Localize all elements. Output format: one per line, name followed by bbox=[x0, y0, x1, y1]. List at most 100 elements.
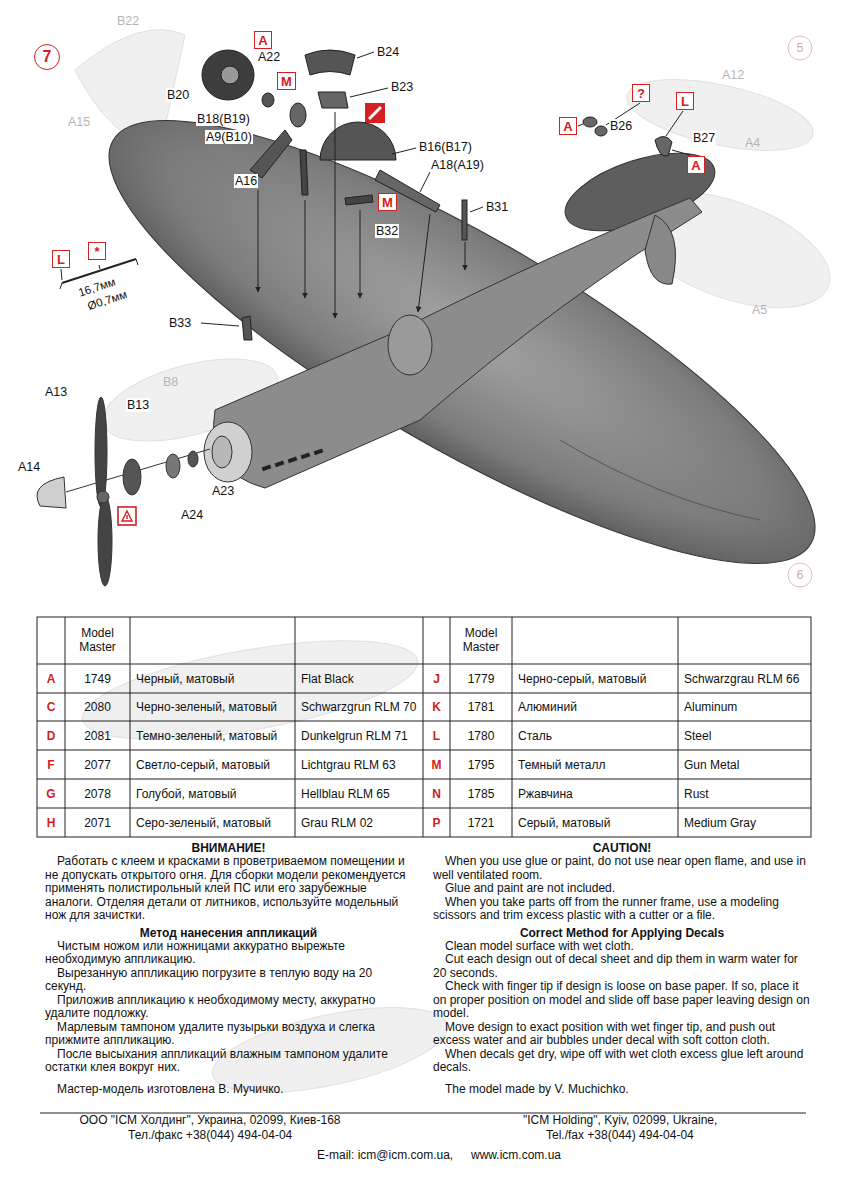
paint-callout: L bbox=[676, 92, 694, 110]
part-label: A22 bbox=[257, 50, 281, 64]
color-letter: K bbox=[425, 700, 448, 714]
table-rule bbox=[37, 721, 811, 722]
gear-door bbox=[250, 130, 292, 178]
paint-code: 1781 bbox=[452, 700, 510, 714]
part-label: A13 bbox=[44, 385, 68, 399]
ghost-wing bbox=[621, 66, 819, 164]
color-letter: P bbox=[425, 816, 448, 830]
leader-line bbox=[470, 207, 483, 212]
shaft bbox=[188, 451, 198, 467]
color-name-ru: Черный, матовый bbox=[136, 672, 292, 686]
table-rule bbox=[295, 617, 296, 837]
footer-text: ООО "ICM Холдинг", Украина, 02099, Киев-… bbox=[80, 1114, 341, 1128]
paragraph: Работать с клеем и красками в проветрива… bbox=[45, 855, 412, 923]
color-letter: L bbox=[425, 729, 448, 743]
color-name-en: Hellblau RLM 65 bbox=[301, 787, 420, 801]
table-rule bbox=[37, 750, 811, 751]
section-heading: Correct Method for Applying Decals bbox=[433, 926, 811, 940]
color-name-ru: Сталь bbox=[518, 729, 675, 743]
part-label: B16(B17) bbox=[418, 140, 473, 154]
callout-text: * bbox=[94, 245, 99, 258]
callout-text: 7 bbox=[43, 49, 52, 65]
part bbox=[655, 136, 672, 156]
credit-line: Мастер-модель изготовлена В. Мучичко. bbox=[45, 1083, 412, 1097]
assembly-arrow bbox=[360, 210, 361, 298]
assembly-arrow bbox=[418, 214, 430, 312]
table-rule bbox=[65, 617, 66, 837]
paint-callout: ? bbox=[632, 84, 650, 102]
callout-text: A bbox=[691, 159, 700, 172]
color-name-en: Schwarzgrun RLM 70 bbox=[301, 700, 420, 714]
leader-line bbox=[420, 172, 430, 192]
table-header: Model Master bbox=[67, 626, 128, 655]
part-label: A18(A19) bbox=[430, 158, 485, 172]
callout-text: M bbox=[382, 196, 393, 209]
color-letter: N bbox=[425, 787, 448, 801]
color-name-ru: Голубой, матовый bbox=[136, 787, 292, 801]
part-label: B31 bbox=[485, 200, 509, 214]
wheel bbox=[202, 50, 254, 100]
glue-icon bbox=[118, 507, 136, 525]
paint-code: 1785 bbox=[452, 787, 510, 801]
part-label: B33 bbox=[168, 316, 192, 330]
part-label: B13 bbox=[126, 398, 150, 412]
color-name-ru: Черно-серый, матовый bbox=[518, 672, 675, 686]
part-label: B24 bbox=[376, 45, 400, 59]
paragraph: Cut each design out of decal sheet and d… bbox=[433, 953, 811, 980]
part-label: A9(B10) bbox=[205, 130, 253, 144]
paint-callout: A bbox=[254, 31, 272, 49]
footer-text: www.icm.com.ua bbox=[471, 1149, 561, 1163]
part-label: B23 bbox=[390, 80, 414, 94]
backplate bbox=[123, 459, 141, 495]
table-rule bbox=[37, 779, 811, 780]
color-name-ru: Серо-зеленый, матовый bbox=[136, 816, 292, 830]
ghost-label: 5 bbox=[797, 41, 804, 55]
color-letter: M bbox=[425, 758, 448, 772]
paragraph: Марлевым тампоном удалите пузырьки возду… bbox=[45, 1021, 412, 1048]
paragraph: После высыхания аппликаций влажным тампо… bbox=[45, 1048, 412, 1075]
leader-line bbox=[61, 269, 62, 280]
glue-drop bbox=[126, 515, 127, 519]
paragraph: Check with finger tip if design is loose… bbox=[433, 980, 811, 1021]
leader-line bbox=[672, 150, 690, 155]
callout-text: ? bbox=[637, 87, 645, 100]
ghost-label: A4 bbox=[745, 136, 760, 150]
paint-callout: A bbox=[559, 117, 577, 135]
table-rule bbox=[423, 617, 424, 837]
exhaust bbox=[262, 464, 272, 471]
color-name-en: Gun Metal bbox=[684, 758, 808, 772]
part bbox=[583, 117, 597, 127]
paint-callout: L bbox=[52, 250, 70, 268]
table-rule bbox=[130, 617, 131, 837]
section-heading: ВНИМАНИЕ! bbox=[45, 841, 412, 855]
color-letter: J bbox=[425, 672, 448, 686]
color-name-ru: Ржавчина bbox=[518, 787, 675, 801]
brush bbox=[369, 107, 381, 119]
wheel-bay bbox=[388, 315, 432, 375]
wheel-cover bbox=[320, 122, 396, 160]
gear-leg bbox=[300, 150, 308, 195]
footer-text: "ICM Holding", Kyiv, 02099, Ukraine, bbox=[523, 1114, 717, 1128]
table-rule bbox=[450, 617, 451, 837]
part-label: B27 bbox=[692, 131, 716, 145]
icon-frame bbox=[365, 103, 385, 123]
callout-text: L bbox=[681, 95, 689, 108]
color-letter: F bbox=[39, 758, 63, 772]
footer-text: E-mail: icm@icm.com.ua, bbox=[317, 1149, 453, 1163]
assembly-arrow bbox=[335, 112, 336, 318]
leader-lines bbox=[61, 52, 690, 326]
paint-code: 1779 bbox=[452, 672, 510, 686]
table-rule bbox=[37, 808, 811, 809]
part bbox=[242, 316, 252, 340]
section-heading: Метод нанесения аппликаций bbox=[45, 926, 412, 940]
part-label: B32 bbox=[375, 224, 399, 238]
propeller-blade bbox=[98, 496, 112, 586]
aileron-line bbox=[560, 440, 760, 520]
callout-text: A bbox=[258, 34, 267, 47]
color-name-ru: Алюминий bbox=[518, 700, 675, 714]
part bbox=[595, 126, 607, 136]
ghost-label: B8 bbox=[163, 375, 178, 389]
exhaust bbox=[301, 452, 311, 459]
paragraph: Приложив аппликацию к необходимому месту… bbox=[45, 994, 412, 1021]
paint-code: 1795 bbox=[452, 758, 510, 772]
